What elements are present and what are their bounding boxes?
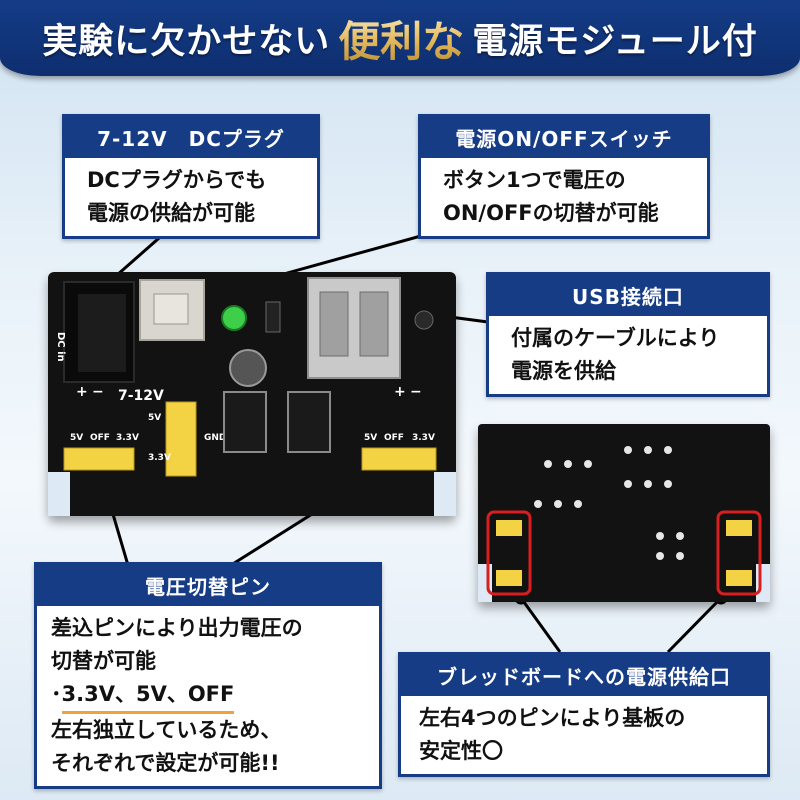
plus-marker-right: + bbox=[394, 384, 406, 400]
left-voltage-jumper[interactable] bbox=[63, 447, 135, 471]
callout-power-switch-title: 電源ON/OFFスイッチ bbox=[421, 117, 707, 158]
right-33v-label: 3.3V bbox=[412, 433, 435, 443]
callout-dc-plug-line-2: 電源の供給が可能 bbox=[87, 201, 255, 225]
minus-marker-right: − bbox=[410, 384, 422, 400]
left-5v-label: 5V bbox=[70, 433, 83, 443]
callout-dc-plug-body: DCプラグからでも 電源の供給が可能 bbox=[65, 158, 317, 236]
right-5v-label: 5V bbox=[364, 433, 377, 443]
callout-power-switch-line-1: ボタン1つで電圧の bbox=[443, 168, 626, 192]
callout-voltage-pin-line-5: それぞれで設定が可能!! bbox=[51, 751, 280, 775]
callout-voltage-pin-body: 差込ピンにより出力電圧の 切替が可能 ･3.3V、5V、OFF 左右独立している… bbox=[37, 606, 379, 786]
callout-voltage-pin-options: 3.3V、5V、OFF bbox=[61, 678, 235, 714]
callout-dc-plug: 7-12V DCプラグ DCプラグからでも 電源の供給が可能 bbox=[62, 114, 320, 239]
left-33v-label: 3.3V bbox=[116, 433, 139, 443]
callout-breadboard-supply-title: ブレッドボードへの電源供給口 bbox=[401, 655, 767, 696]
callout-usb-port-line-2: 電源を供給 bbox=[511, 359, 616, 383]
right-off-label: OFF bbox=[384, 433, 404, 443]
callout-power-switch-line-2: ON/OFFの切替が可能 bbox=[443, 201, 659, 225]
header-title-accent: 便利な bbox=[338, 8, 464, 69]
callout-voltage-pin-line-2: 切替が可能 bbox=[51, 649, 156, 673]
callout-voltage-pin-line-3: ･3.3V、5V、OFF bbox=[51, 678, 369, 714]
callout-usb-port-line-1: 付属のケーブルにより bbox=[511, 326, 720, 350]
header-title-before: 実験に欠かせない bbox=[42, 21, 331, 62]
power-module-board-front: DC in 7-12V + − + − 5V 3.3V GND 5V OFF 3… bbox=[48, 272, 456, 516]
supply-connector-right bbox=[666, 596, 723, 654]
callout-usb-port-body: 付属のケーブルにより 電源を供給 bbox=[489, 316, 767, 394]
power-led bbox=[221, 305, 247, 331]
callout-power-switch-body: ボタン1つで電圧の ON/OFFの切替が可能 bbox=[421, 158, 707, 236]
left-off-label: OFF bbox=[90, 433, 110, 443]
mid-5v-label: 5V bbox=[148, 413, 161, 423]
callout-voltage-pin-title: 電圧切替ピン bbox=[37, 565, 379, 606]
callout-breadboard-supply-body: 左右4つのピンにより基板の 安定性〇 bbox=[401, 696, 767, 774]
header-title-after: 電源モジュール付 bbox=[472, 21, 758, 62]
board-notch-left bbox=[48, 472, 70, 516]
callout-dc-plug-title: 7-12V DCプラグ bbox=[65, 117, 317, 158]
callout-dc-plug-line-1: DCプラグからでも bbox=[87, 168, 267, 192]
dc-in-label: DC in bbox=[55, 332, 66, 362]
board-back-graphic bbox=[478, 446, 770, 602]
callout-voltage-pin-line-4: 左右独立しているため、 bbox=[51, 718, 282, 742]
right-supply-pin-marker bbox=[716, 510, 762, 596]
callout-voltage-pin-line-1: 差込ピンにより出力電圧の bbox=[51, 616, 303, 640]
callout-usb-port-title: USB接続口 bbox=[489, 275, 767, 316]
left-supply-pin-marker bbox=[486, 510, 532, 596]
board-notch-right bbox=[434, 472, 456, 516]
callout-power-switch: 電源ON/OFFスイッチ ボタン1つで電圧の ON/OFFの切替が可能 bbox=[418, 114, 710, 239]
minus-marker-left: − bbox=[92, 384, 104, 400]
gnd-label: GND bbox=[204, 433, 226, 443]
board-front-graphic: DC in 7-12V + − + − 5V 3.3V GND 5V OFF 3… bbox=[48, 277, 456, 516]
header-banner: 実験に欠かせない 便利な 電源モジュール付 bbox=[0, 0, 800, 76]
callout-breadboard-supply: ブレッドボードへの電源供給口 左右4つのピンにより基板の 安定性〇 bbox=[398, 652, 770, 777]
callout-voltage-pin: 電圧切替ピン 差込ピンにより出力電圧の 切替が可能 ･3.3V、5V、OFF 左… bbox=[34, 562, 382, 789]
right-voltage-jumper[interactable] bbox=[361, 447, 437, 471]
callout-usb-port: USB接続口 付属のケーブルにより 電源を供給 bbox=[486, 272, 770, 397]
mid-pin-header bbox=[165, 401, 197, 477]
callout-voltage-pin-bullet: ･ bbox=[51, 682, 62, 706]
callout-breadboard-supply-line-2: 安定性〇 bbox=[419, 739, 503, 763]
voltage-range-label: 7-12V bbox=[118, 388, 164, 404]
callout-breadboard-supply-line-1: 左右4つのピンにより基板の bbox=[419, 706, 686, 730]
power-module-board-back bbox=[478, 424, 770, 602]
plus-marker-left: + bbox=[76, 384, 88, 400]
supply-connector-left bbox=[519, 597, 562, 653]
mid-33v-label: 3.3V bbox=[148, 453, 171, 463]
